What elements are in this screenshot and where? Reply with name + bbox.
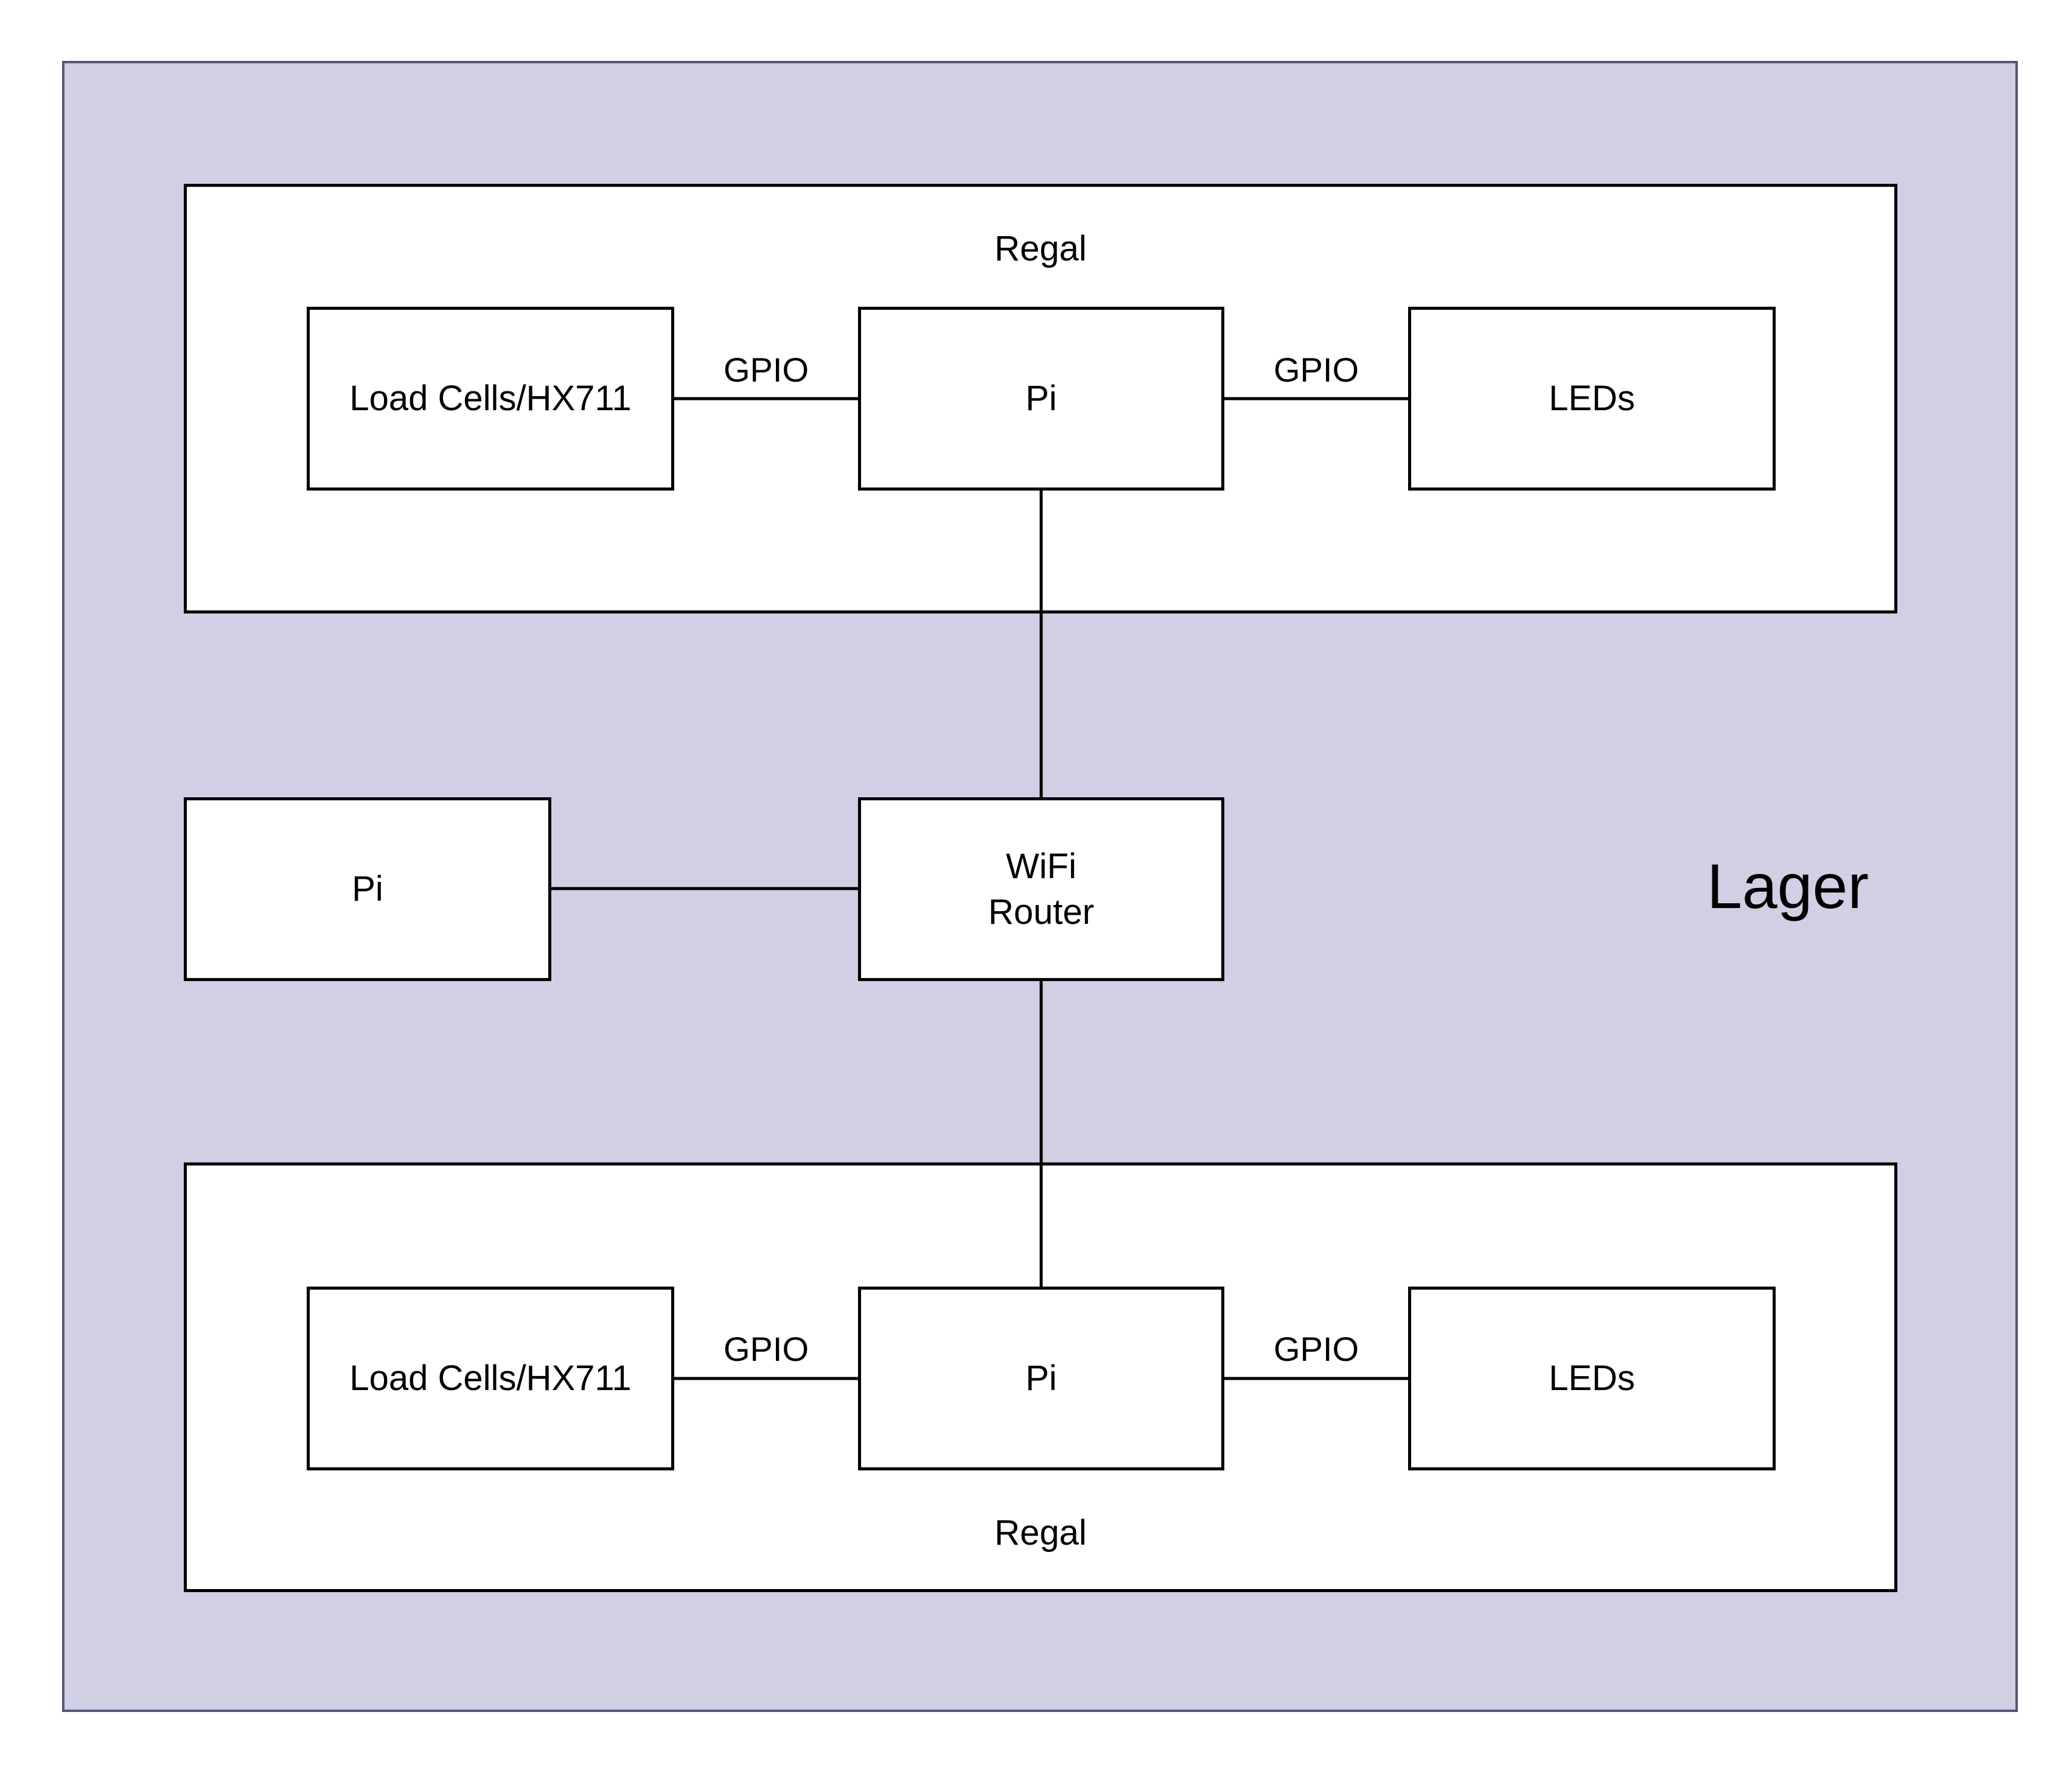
bottom-right-link-label: GPIO [1273,1330,1359,1368]
top-leds-node: LEDs [1408,307,1776,491]
top-leds-label: LEDs [1549,379,1635,419]
standalone-pi-label: Pi [352,869,383,909]
router-label-line2: Router [988,892,1095,932]
top-shelf-label: Regal [994,229,1087,268]
top-left-link-label: GPIO [723,351,809,389]
bottom-leds-label: LEDs [1549,1358,1635,1399]
bottom-pi-node: Pi [858,1287,1224,1470]
bottom-leds-node: LEDs [1408,1287,1776,1470]
top-load-cells-node: Load Cells/HX711 [307,307,674,491]
bottom-load-cells-label: Load Cells/HX711 [349,1358,632,1399]
lager-label: Lager [1707,851,1869,922]
top-pi-node: Pi [858,307,1224,491]
top-pi-label: Pi [1025,379,1057,419]
bottom-pi-label: Pi [1025,1358,1057,1399]
top-right-link-label: GPIO [1273,351,1359,389]
bottom-load-cells-node: Load Cells/HX711 [307,1287,674,1470]
bottom-left-link-label: GPIO [723,1330,809,1368]
top-load-cells-label: Load Cells/HX711 [349,379,632,419]
router-label-line1: WiFi [1006,846,1076,886]
standalone-pi-node: Pi [184,797,551,981]
wifi-router-node: WiFi Router [858,797,1224,981]
bottom-shelf-label: Regal [994,1513,1087,1553]
